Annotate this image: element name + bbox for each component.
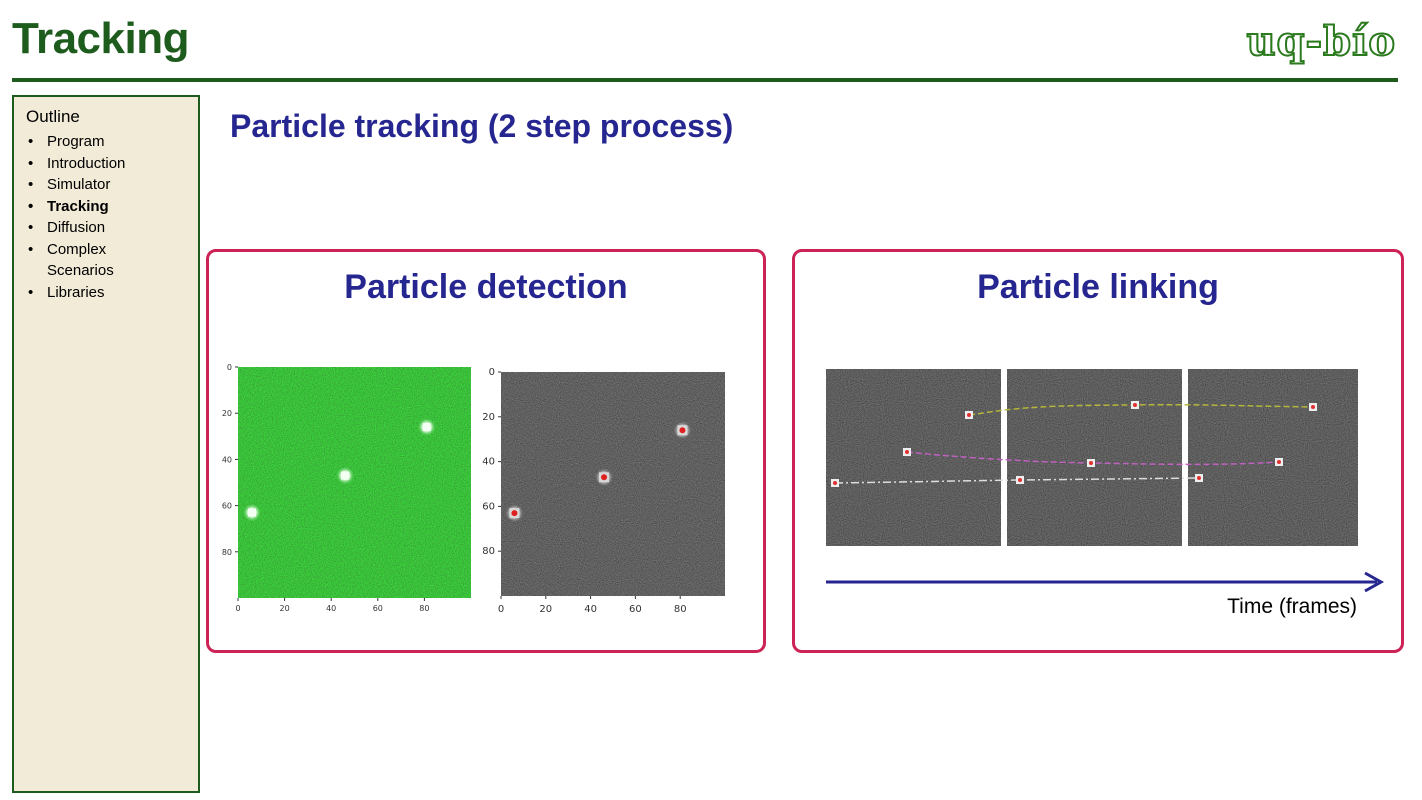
particle-detection-title: Particle detection xyxy=(344,268,628,306)
particle-marker xyxy=(831,479,839,487)
particle-detection-figure: 0 0 20 20 40 40 60 60 80 80 0 0 20 20 40 40 60 60 80 80 xyxy=(222,363,725,615)
track-line-white xyxy=(834,477,1200,484)
particle-marker xyxy=(1016,476,1024,484)
frame-1 xyxy=(826,369,1001,546)
green-y-tick-label: 80 xyxy=(222,548,232,557)
gray-y-tick-label: 40 xyxy=(482,457,495,468)
outline-item-simulator[interactable]: Simulator xyxy=(14,174,198,196)
outline-item-introduction[interactable]: Introduction xyxy=(14,153,198,175)
gray-y-tick-label: 60 xyxy=(482,501,495,512)
gray-y-tick-label: 0 xyxy=(489,367,495,378)
detected-particle-marker xyxy=(679,427,686,434)
particle-marker xyxy=(1087,459,1095,467)
green-x-tick-label: 20 xyxy=(280,604,290,613)
particle-linking-panel: Particle linking xyxy=(792,249,1404,653)
particle-marker xyxy=(965,411,973,419)
outline-item-diffusion[interactable]: Diffusion xyxy=(14,217,198,239)
header-divider xyxy=(12,78,1398,82)
detected-particle-marker xyxy=(601,474,608,481)
page-title: Tracking xyxy=(12,14,189,63)
linked-particle-markers xyxy=(831,401,1317,487)
raw-particle-core xyxy=(341,471,350,480)
frame-tick-marks xyxy=(825,546,1334,550)
grayscale-image-noise xyxy=(501,372,725,596)
particle-marker xyxy=(1131,401,1139,409)
green-x-tick-label: 60 xyxy=(373,604,383,613)
detected-particle-marker xyxy=(511,510,518,517)
particle-marker xyxy=(1275,458,1283,466)
green-y-tick-label: 0 xyxy=(227,363,232,372)
gray-x-tick-label: 80 xyxy=(674,604,687,615)
gray-x-tick-label: 20 xyxy=(539,604,552,615)
gray-x-tick-label: 60 xyxy=(629,604,642,615)
raw-particle-core xyxy=(422,423,431,432)
time-arrow xyxy=(826,571,1385,593)
frame-2 xyxy=(1007,369,1182,546)
green-x-tick-label: 0 xyxy=(235,604,240,613)
uq-bio-logo: uq-bío xyxy=(1246,17,1396,66)
particle-marker xyxy=(1309,403,1317,411)
frame-3 xyxy=(1188,369,1358,546)
outline-item-tracking[interactable]: Tracking xyxy=(14,196,198,218)
gray-y-tick-label: 20 xyxy=(482,412,495,423)
green-x-tick-label: 80 xyxy=(419,604,429,613)
outline-item-program[interactable]: Program xyxy=(14,131,198,153)
outline-item-libraries[interactable]: Libraries xyxy=(14,282,198,304)
particle-linking-figure xyxy=(825,369,1385,593)
outline-list: Program Introduction Simulator Tracking … xyxy=(14,131,198,303)
green-y-tick-label: 40 xyxy=(222,455,232,464)
green-y-tick-label: 60 xyxy=(222,502,232,511)
particle-detection-panel: Particle detection 0 0 20 20 40 40 60 60 80 80 0 0 2… xyxy=(206,249,766,653)
green-raw-image-noise xyxy=(238,367,471,598)
gray-y-tick-label: 80 xyxy=(482,546,495,557)
gray-x-tick-label: 40 xyxy=(584,604,597,615)
particle-marker xyxy=(903,448,911,456)
particle-marker xyxy=(1195,474,1203,482)
section-heading: Particle tracking (2 step process) xyxy=(230,108,734,144)
time-axis-label: Time (frames) xyxy=(1227,595,1357,618)
green-x-tick-label: 40 xyxy=(326,604,336,613)
outline-title: Outline xyxy=(26,107,80,126)
outline-sidebar: Outline Program Introduction Simulator T… xyxy=(12,95,200,793)
green-y-tick-label: 20 xyxy=(222,409,232,418)
particle-linking-title: Particle linking xyxy=(977,268,1219,306)
gray-x-tick-label: 0 xyxy=(498,604,504,615)
raw-particle-core xyxy=(247,508,256,517)
outline-item-complex-scenarios[interactable]: Complex Scenarios xyxy=(14,239,157,282)
